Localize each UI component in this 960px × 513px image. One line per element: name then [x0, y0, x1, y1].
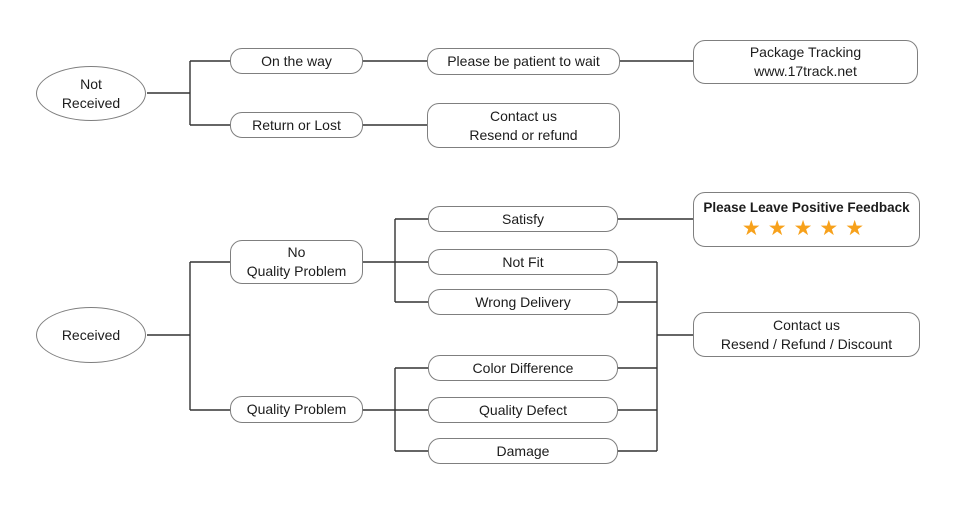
node-label: Please Leave Positive Feedback — [703, 199, 910, 215]
connector-top-tree — [147, 60, 693, 126]
node-quality-problem: Quality Problem — [230, 396, 363, 423]
node-positive-feedback: Please Leave Positive Feedback ★★★★★ — [693, 192, 920, 247]
node-label: Satisfy — [501, 210, 544, 227]
node-label: Color Difference — [472, 359, 574, 376]
node-label: Contact us — [490, 107, 557, 124]
node-label: Quality Problem — [246, 263, 347, 279]
node-on-the-way: On the way — [230, 48, 363, 74]
node-label: Quality Problem — [246, 401, 347, 418]
node-package-tracking: Package Tracking www.17track.net — [693, 40, 918, 84]
node-return-or-lost: Return or Lost — [230, 112, 363, 138]
node-label: Not Fit — [502, 253, 544, 270]
node-color-difference: Color Difference — [428, 355, 618, 381]
node-please-be-patient: Please be patient to wait — [427, 48, 620, 75]
node-label: Received — [61, 94, 121, 111]
node-contact-us-resend-refund: Contact us Resend or refund — [427, 103, 620, 148]
connector-bottom-tree — [147, 218, 693, 452]
node-quality-defect: Quality Defect — [428, 397, 618, 423]
node-label: No — [287, 244, 306, 261]
node-not-fit: Not Fit — [428, 249, 618, 275]
node-wrong-delivery: Wrong Delivery — [428, 289, 618, 315]
node-label: Damage — [496, 442, 550, 459]
node-not-received: Not Received — [36, 66, 146, 121]
five-star-rating-icon: ★★★★★ — [741, 217, 872, 241]
node-label: Please be patient to wait — [447, 53, 600, 70]
node-label: Contact us — [773, 316, 840, 333]
node-label: On the way — [261, 52, 332, 69]
node-received: Received — [36, 307, 146, 363]
node-label: Return or Lost — [252, 116, 341, 133]
node-label: Resend or refund — [469, 126, 578, 143]
node-label: Package Tracking — [749, 44, 862, 61]
tracking-url: www.17track.net — [754, 63, 857, 79]
node-no-quality-problem: No Quality Problem — [230, 240, 363, 284]
node-label: Wrong Delivery — [475, 293, 571, 310]
node-label: Not — [80, 75, 102, 92]
node-label: Resend / Refund / Discount — [720, 335, 893, 352]
node-satisfy: Satisfy — [428, 206, 618, 232]
node-damage: Damage — [428, 438, 618, 464]
node-label: Received — [61, 326, 121, 343]
node-label: Quality Defect — [479, 401, 567, 418]
node-contact-us-resend-refund-discount: Contact us Resend / Refund / Discount — [693, 312, 920, 357]
